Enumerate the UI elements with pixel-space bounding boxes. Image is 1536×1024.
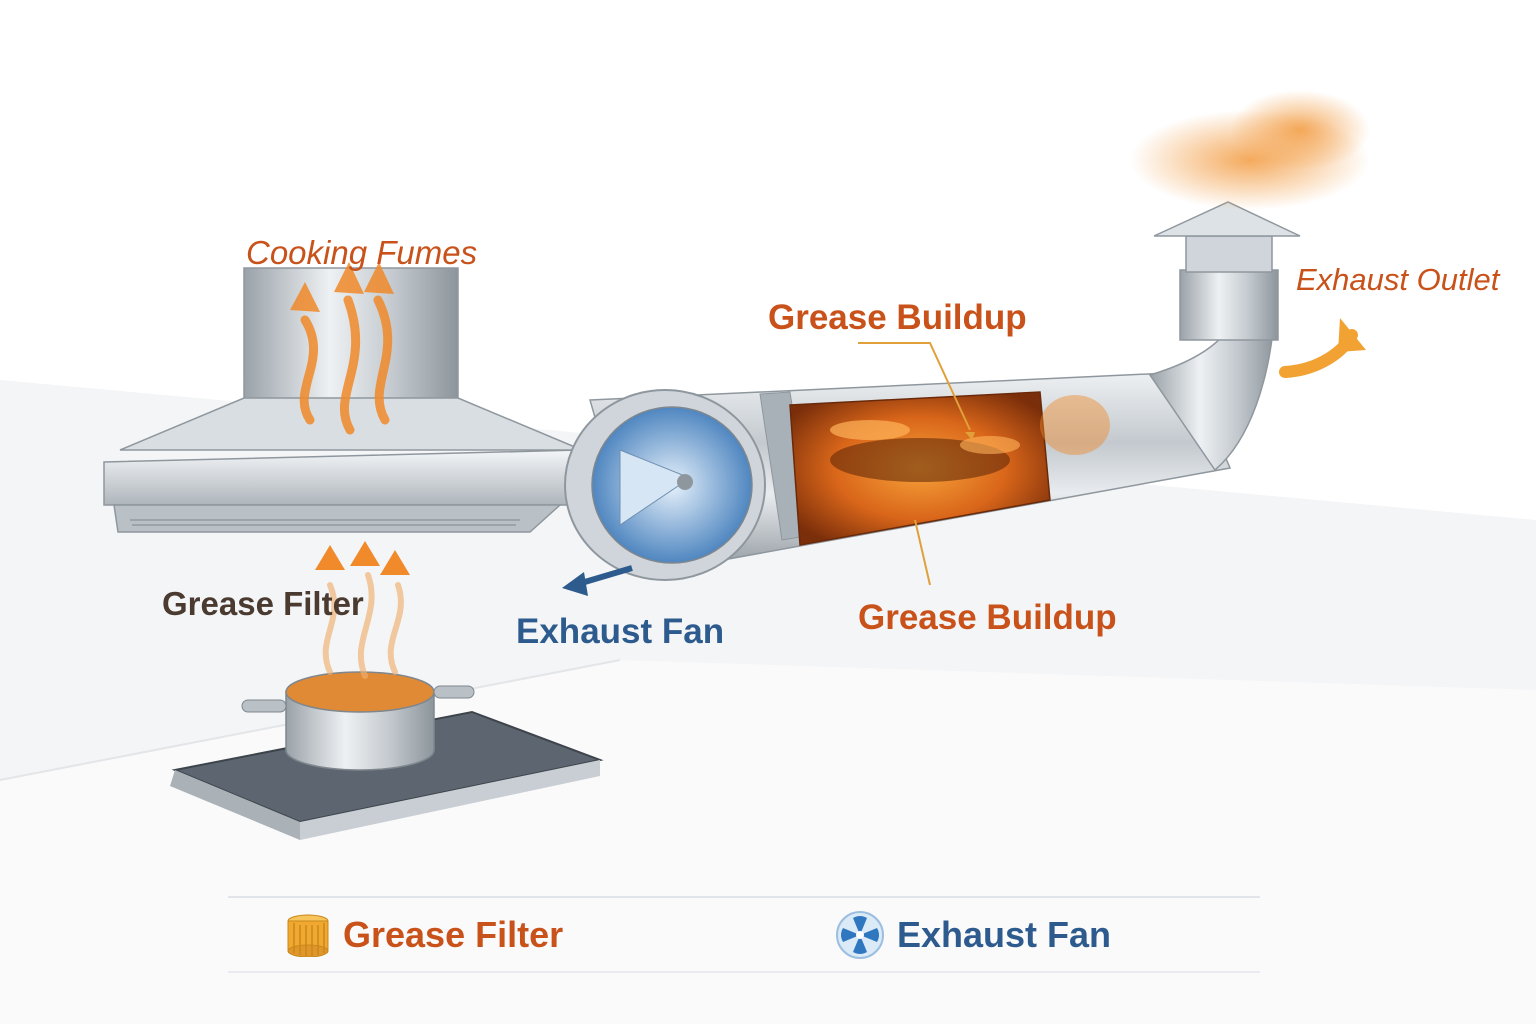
fan-airflow-arrow: [562, 565, 633, 596]
legend-exhaust-fan-label: Exhaust Fan: [897, 914, 1112, 955]
exhaust-fan-label: Exhaust Fan: [516, 612, 725, 651]
grease-filter-mesh: [130, 519, 520, 526]
legend-item-grease-filter: Grease Filter: [285, 910, 563, 960]
cooking-fumes-label: Cooking Fumes: [246, 234, 478, 271]
exhaust-outlet-arrow: [1279, 318, 1366, 378]
grease-filter-heat-arrows: [315, 541, 410, 575]
grease-filter-icon: [287, 914, 329, 957]
grease-buildup-cutaway: [789, 391, 1110, 546]
exhaust-outlet-label: Exhaust Outlet: [1296, 262, 1500, 297]
grease-filter-label: Grease Filter: [162, 585, 364, 622]
pot-steam: [322, 572, 404, 679]
grease-buildup-label-bottom: Grease Buildup: [858, 598, 1117, 637]
exhaust-fan-icon: [836, 911, 884, 959]
grease-buildup-label-top: Grease Buildup: [768, 298, 1027, 337]
exhaust-fan-unit: [564, 389, 766, 581]
cooking-pot: [241, 671, 475, 771]
grease-buildup-leaders: [858, 342, 975, 586]
exhaust-outlet-smoke: [1130, 90, 1370, 210]
legend-grease-filter-label: Grease Filter: [343, 914, 564, 955]
cooking-fumes-flow: [290, 262, 394, 435]
legend: Grease Filter Exhaust Fan: [230, 890, 1260, 980]
legend-item-exhaust-fan: Exhaust Fan: [835, 910, 1111, 960]
